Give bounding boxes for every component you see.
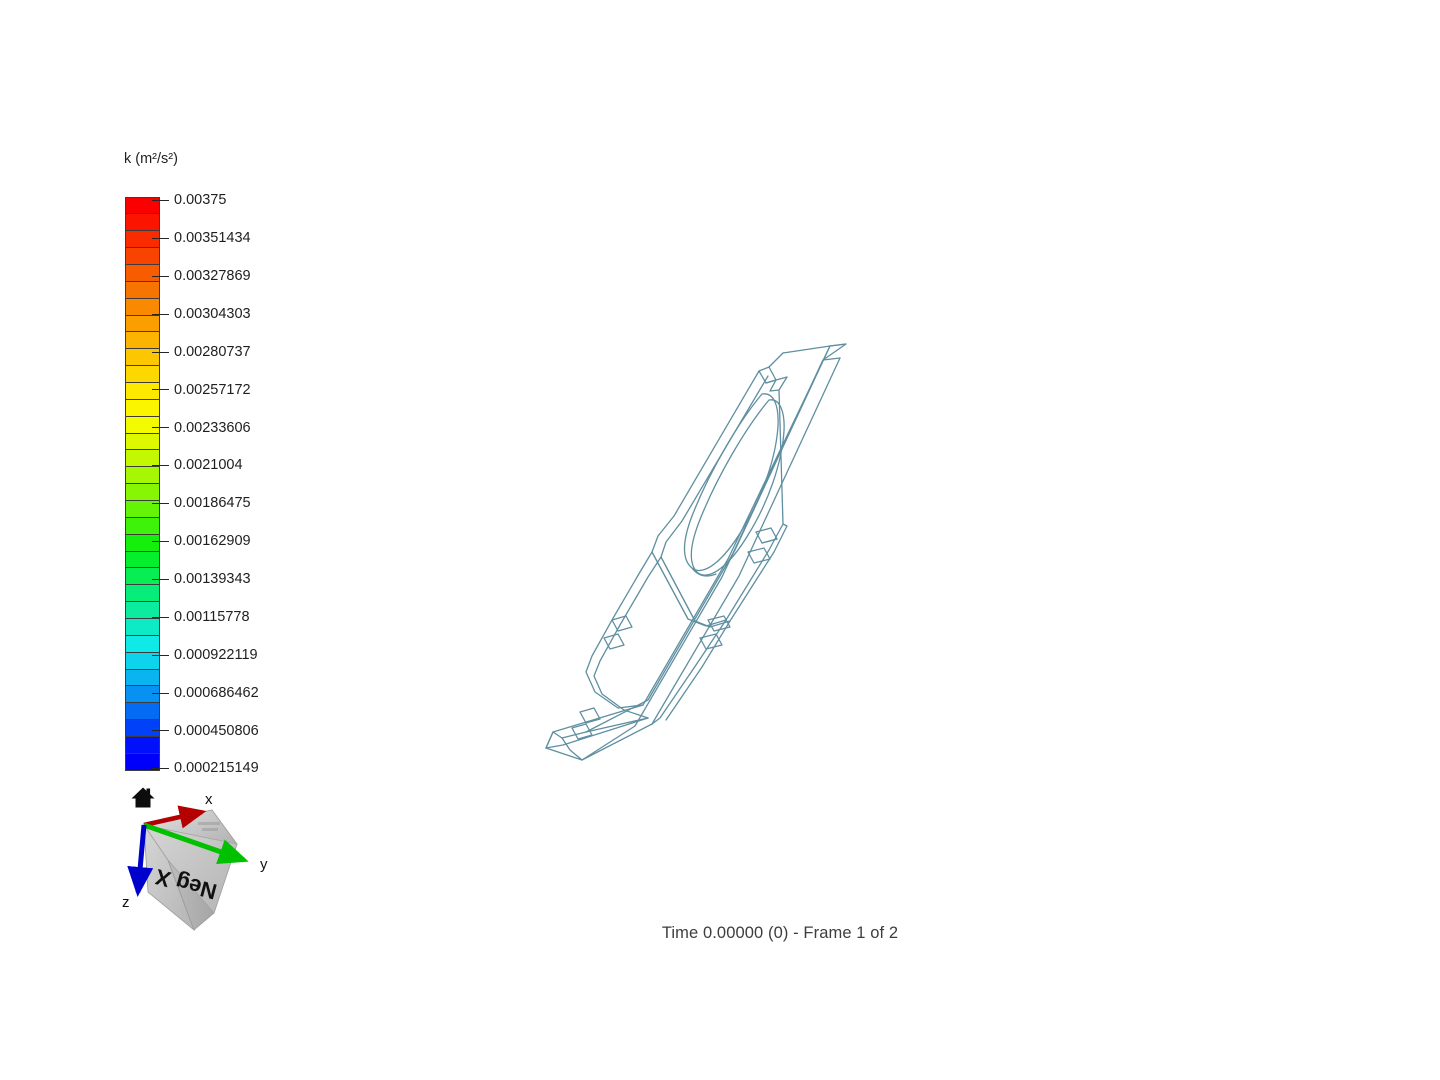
legend-swatch: [126, 214, 159, 232]
legend-tick-line: [152, 427, 169, 429]
legend-swatch: [126, 635, 159, 653]
legend-tick-list: 0.00375 0.00351434 0.00327869 0.00304303 0.0…: [122, 193, 422, 775]
legend-swatch: [126, 484, 159, 501]
home-icon[interactable]: [130, 786, 156, 812]
legend-swatch: [126, 737, 159, 754]
legend-tick-label: 0.00375: [174, 192, 227, 209]
legend-swatch: [126, 517, 159, 535]
legend-swatch: [126, 703, 159, 721]
legend-tick-line: [152, 200, 169, 202]
legend-tick-label: 0.00327869: [174, 268, 251, 285]
cube-face-top-ghost: [198, 822, 220, 831]
legend-tick-line: [152, 275, 169, 277]
legend-tick-label: 0.000922119: [174, 646, 258, 663]
legend-swatch: [126, 669, 159, 687]
legend-tick-label: 0.000686462: [174, 684, 259, 701]
legend-swatch: [126, 618, 159, 636]
legend-swatch: [126, 652, 159, 670]
legend-swatch: [126, 568, 159, 586]
axis-z-arrow: [127, 824, 154, 897]
legend-swatch: [126, 315, 159, 333]
legend-swatch: [126, 197, 159, 215]
legend-swatch: [126, 349, 159, 367]
legend-tick-label: 0.00280737: [174, 343, 251, 360]
legend-tick-label: 0.0021004: [174, 457, 243, 474]
axis-y-label: y: [260, 856, 268, 873]
legend-swatch: [126, 281, 159, 299]
legend-body: 0.00375 0.00351434 0.00327869 0.00304303 0.0…: [122, 193, 422, 775]
legend-swatch: [126, 467, 159, 485]
legend-swatch: [126, 366, 159, 383]
legend-tick-line: [152, 540, 169, 542]
legend-swatch: [126, 264, 159, 282]
legend-swatch: [126, 416, 159, 434]
legend-tick-line: [152, 389, 169, 391]
legend-swatch: [126, 450, 159, 468]
legend-tick-label: 0.00162909: [174, 533, 251, 550]
orientation-axes-widget[interactable]: Neg X x y z: [118, 782, 308, 942]
legend-title: k (m²/s²): [124, 151, 178, 167]
axis-x-arrow: [143, 805, 207, 829]
model-wireframe[interactable]: [540, 320, 920, 790]
legend-tick-line: [152, 730, 169, 732]
legend-swatch: [126, 248, 159, 265]
legend-tick-label: 0.000215149: [174, 759, 259, 776]
legend-swatch: [126, 534, 159, 552]
legend-swatch: [126, 298, 159, 316]
legend-tick-label: 0.00257172: [174, 381, 251, 398]
time-frame-status-text: Time 0.00000 (0) - Frame 1 of 2: [661, 924, 899, 942]
legend-swatch: [126, 686, 159, 704]
model-edges: [545, 343, 847, 761]
legend-tick-label: 0.00351434: [174, 230, 251, 247]
legend-swatch: [126, 602, 159, 619]
legend-color-bar[interactable]: [125, 196, 160, 771]
legend-swatch: [126, 720, 159, 737]
legend-tick-line: [152, 237, 169, 239]
legend-tick-line: [152, 654, 169, 656]
legend-swatch: [126, 500, 159, 518]
legend-swatch: [126, 551, 159, 569]
legend-tick-line: [152, 503, 169, 505]
legend-tick-label: 0.000450806: [174, 722, 259, 739]
legend-swatch: [126, 753, 159, 770]
status-bar: Time 0.00000 (0) - Frame 1 of 2: [0, 924, 1440, 943]
legend-swatch: [126, 332, 159, 350]
legend-tick-line: [152, 313, 169, 315]
legend-swatch: [126, 382, 159, 400]
legend-swatch: [126, 231, 159, 249]
legend-swatch: [126, 585, 159, 603]
legend-swatch: [126, 433, 159, 451]
legend-tick-label: 0.00115778: [174, 608, 250, 625]
legend-tick-line: [152, 616, 169, 618]
legend-tick-label: 0.00233606: [174, 419, 251, 436]
legend-tick-line: [152, 351, 169, 353]
axis-x-label: x: [205, 791, 213, 808]
legend-tick-line: [152, 692, 169, 694]
axes-triad[interactable]: Neg X x y z: [118, 782, 308, 942]
legend-tick-label: 0.00139343: [174, 571, 251, 588]
legend-tick-line: [152, 767, 169, 769]
legend-tick-label: 0.00304303: [174, 305, 251, 322]
axis-z-label: z: [122, 894, 130, 911]
legend-tick-line: [152, 578, 169, 580]
legend-swatch: [126, 399, 159, 417]
legend-tick-line: [152, 465, 169, 467]
axis-y-arrow: [143, 822, 249, 865]
legend-tick-label: 0.00186475: [174, 495, 251, 512]
